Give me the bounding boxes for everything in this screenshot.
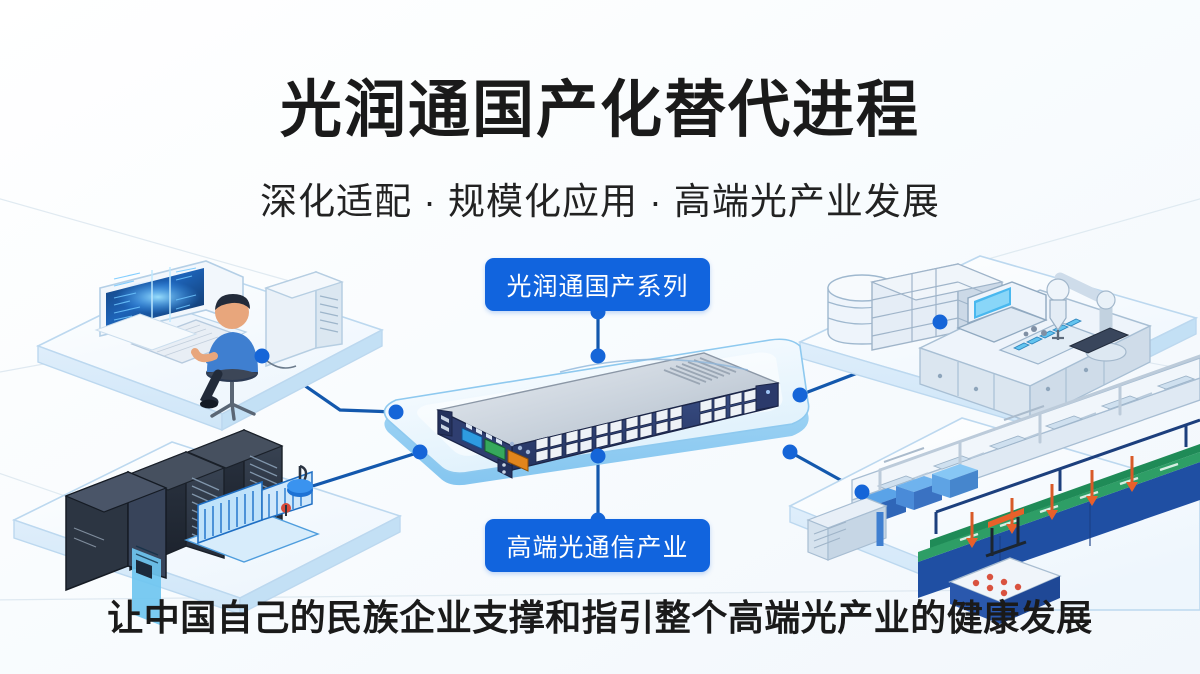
workstation-scene [35, 260, 385, 432]
connection-node-icon [590, 448, 606, 464]
network-switch-icon [435, 352, 781, 479]
badge-optical-industry[interactable]: 高端光通信产业 [485, 519, 710, 572]
server-rack-scene [11, 428, 403, 626]
connection-node-icon [590, 348, 606, 364]
page-title: 光润通国产化替代进程 [279, 76, 920, 145]
hanger-icons [966, 456, 1138, 548]
connection-node-icon [782, 444, 798, 460]
page-subtitle: 深化适配 · 规模化应用 · 高端光产业发展 [260, 181, 940, 222]
production-line-scene [788, 354, 1200, 624]
network-switch-platform [383, 304, 810, 528]
page-tagline: 让中国自己的民族企业支撑和指引整个高端光产业的健康发展 [107, 597, 1093, 638]
connection-node-icon [388, 404, 404, 420]
connection-node-icon [412, 444, 428, 460]
badge-domestic-series[interactable]: 光润通国产系列 [485, 258, 710, 311]
connection-node-icon [792, 387, 808, 403]
lab-bench-scene [797, 255, 1199, 424]
